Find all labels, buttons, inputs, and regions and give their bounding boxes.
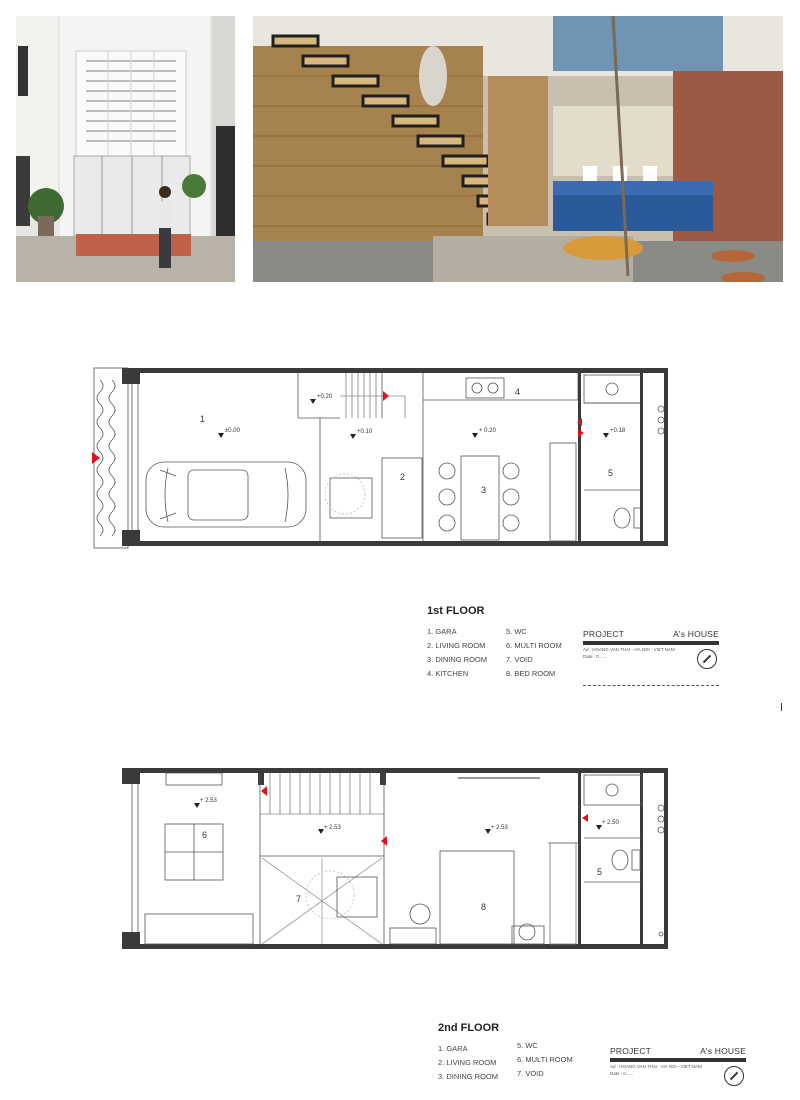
room-number: 4 (515, 387, 520, 397)
floor2-legend-col2: 5. WC 6. MULTI ROOM 7. VOID (517, 1039, 573, 1081)
room-number: 1 (200, 414, 205, 424)
legend-item: 1. GARA (438, 1044, 468, 1053)
floor1-titleblock: PROJECT A's HOUSE Ad : HOANG VAN THAI - … (583, 629, 719, 689)
floor1-title: 1st FLOOR (427, 605, 485, 617)
project-address: Ad : HOANG VAN THAI - HA NOI - VIET NAM (583, 647, 675, 652)
legend-item: 3. DINING ROOM (427, 655, 488, 664)
titleblock-bar (583, 641, 719, 645)
level-label: +0.18 (610, 428, 626, 434)
room-number: 5 (608, 468, 613, 478)
floor1-legend-col2: 5. WC 6. MULTI ROOM 7. VOID 8. BED ROOM (506, 625, 562, 681)
facade-photo (16, 16, 235, 282)
legend-item: 2. LIVING ROOM (427, 641, 486, 650)
level-label: +0.10 (357, 429, 373, 435)
interior-photo (253, 16, 783, 282)
level-label: + 2.53 (200, 798, 218, 804)
legend-item: 7. VOID (517, 1069, 544, 1078)
legend-item: 4. KITCHEN (427, 669, 469, 678)
project-date: Date : 0...... (583, 654, 607, 659)
level-label: + 2.50 (602, 820, 620, 826)
logo-icon (697, 649, 717, 669)
titleblock-bar (610, 1058, 746, 1062)
level-label: +0.20 (317, 394, 333, 400)
project-name: A's HOUSE (700, 1046, 746, 1056)
level-label: ±0.00 (225, 428, 241, 434)
level-label: + 2.53 (491, 825, 509, 831)
floor2-legend: 2nd FLOOR 1. GARA 2. LIVING ROOM 3. DINI… (438, 1022, 783, 1092)
floor1-plan: 1 2 3 4 5 ±0.00 +0.20 +0.10 + 0.20 +0.18 (92, 367, 668, 549)
floor2-title: 2nd FLOOR (438, 1022, 500, 1034)
legend-item: 2. LIVING ROOM (438, 1058, 497, 1067)
room-number: 8 (481, 902, 486, 912)
project-name: A's HOUSE (673, 629, 719, 639)
room-number: 7 (296, 894, 301, 904)
floor2-legend-col1: 1. GARA 2. LIVING ROOM 3. DINING ROOM (438, 1042, 498, 1084)
project-label: PROJECT (583, 629, 625, 639)
floor2-plan: 6 7 8 5 + 2.53 + 2.53 + 2.53 + 2.50 (122, 768, 668, 949)
room-number: 5 (597, 867, 602, 877)
level-label: + 2.53 (324, 825, 342, 831)
legend-item: 7. VOID (506, 655, 533, 664)
legend-item: 5. WC (506, 627, 527, 636)
legend-item: 6. MULTI ROOM (506, 641, 562, 650)
legend-item: 5. WC (517, 1041, 538, 1050)
page-tick (781, 703, 782, 711)
room-number: 2 (400, 472, 405, 482)
room-number: 3 (481, 485, 486, 495)
level-label: + 0.20 (479, 428, 497, 434)
legend-item: 3. DINING ROOM (438, 1072, 499, 1081)
legend-item: 8. BED ROOM (506, 669, 556, 678)
logo-icon (724, 1066, 744, 1086)
floor1-legend-col1: 1. GARA 2. LIVING ROOM 3. DINING ROOM 4.… (427, 625, 487, 681)
floor1-legend: 1st FLOOR 1. GARA 2. LIVING ROOM 3. DINI… (427, 605, 787, 695)
project-address: Ad : HOANG VAN THAI - HA NOI - VIET NAM (610, 1064, 702, 1069)
room-number: 6 (202, 830, 207, 840)
project-date: Date : 0...... (610, 1071, 634, 1076)
legend-item: 6. MULTI ROOM (517, 1055, 573, 1064)
legend-item: 1. GARA (427, 627, 457, 636)
floor2-titleblock: PROJECT A's HOUSE Ad : HOANG VAN THAI - … (610, 1046, 746, 1092)
project-label: PROJECT (610, 1046, 652, 1056)
